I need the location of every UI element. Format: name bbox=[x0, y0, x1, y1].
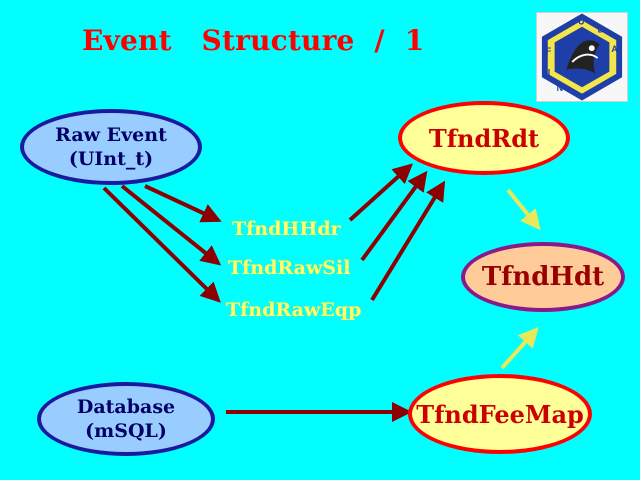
arrow-raweqp-to-rdt bbox=[370, 180, 446, 302]
arrow-rawsil-to-rdt bbox=[360, 170, 428, 262]
node-tfnd-rdt: TfndRdt bbox=[398, 101, 570, 175]
label-tfnd-raw-sil: TfndRawSil bbox=[228, 257, 351, 279]
arrow-raw-to-rawsil bbox=[120, 184, 222, 266]
logo-letter-u: U bbox=[578, 17, 584, 27]
node-raw-event: Raw Event (UInt_t) bbox=[20, 109, 202, 185]
finuda-logo: F I N U D A bbox=[536, 12, 628, 102]
node-raw-event-line1: Raw Event bbox=[55, 124, 167, 146]
node-database-line1: Database bbox=[76, 396, 176, 418]
node-tfnd-hdt: TfndHdt bbox=[461, 242, 625, 312]
node-database: Database (mSQL) bbox=[37, 382, 215, 456]
logo-letter-d: D bbox=[598, 25, 604, 35]
logo-letter-i: I bbox=[548, 68, 550, 78]
logo-letter-n: N bbox=[557, 83, 563, 93]
finuda-logo-graphic: F I N U D A bbox=[541, 13, 623, 101]
logo-letter-a: A bbox=[611, 44, 618, 54]
arrow-raw-to-hhdr bbox=[144, 184, 222, 223]
node-tfnd-fee-map: TfndFeeMap bbox=[408, 374, 592, 454]
page-title: Event Structure / 1 bbox=[82, 24, 425, 57]
node-raw-event-line2: (UInt_t) bbox=[68, 148, 154, 170]
arrow-rdt-to-hdt bbox=[506, 188, 541, 231]
arrow-hhdr-to-rdt bbox=[348, 163, 413, 222]
node-database-line2: (mSQL) bbox=[85, 420, 167, 442]
label-tfnd-hhdr: TfndHHdr bbox=[232, 218, 341, 240]
arrow-feemap-to-hdt bbox=[500, 327, 539, 370]
label-tfnd-raw-eqp: TfndRawEqp bbox=[226, 299, 362, 321]
logo-letter-f: F bbox=[546, 46, 552, 56]
arrow-raw-to-raweqp bbox=[102, 186, 221, 303]
